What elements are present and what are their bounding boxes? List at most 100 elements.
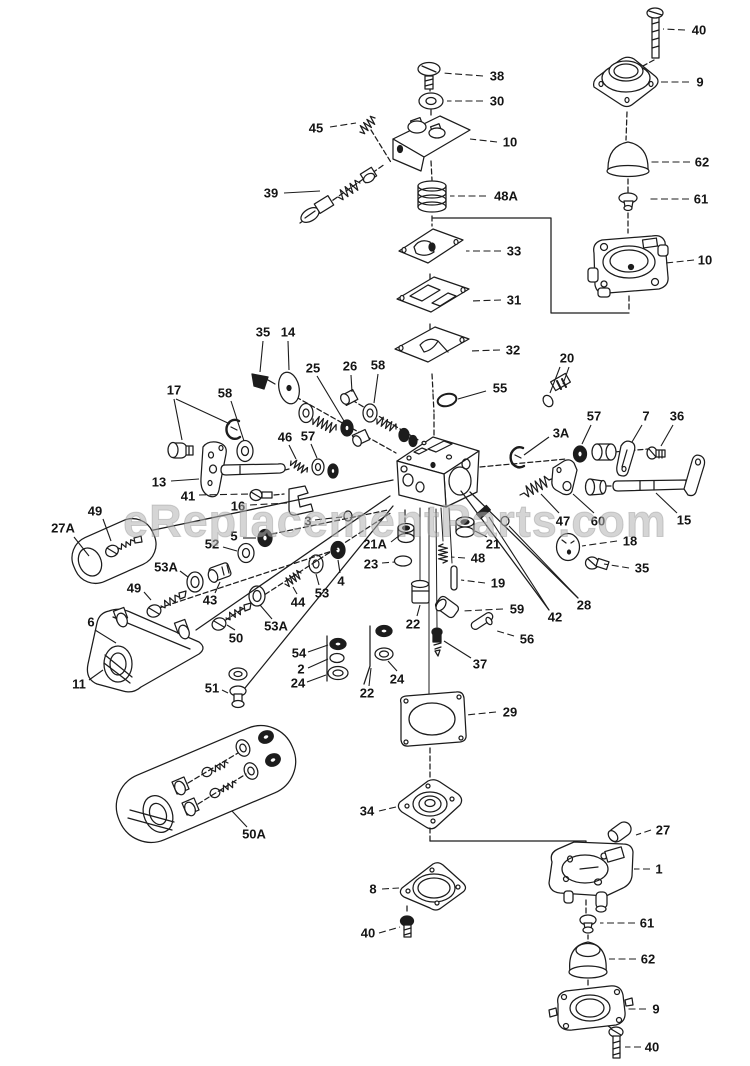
part-number-label: 38 — [490, 69, 504, 84]
idle-screw-50 — [211, 602, 252, 631]
callout-61: 61 — [600, 916, 654, 931]
diaphragm-cup-62-bottom — [568, 941, 608, 986]
part-number-label: 5 — [230, 529, 237, 544]
fast-idle-cam-18 — [555, 532, 581, 562]
barrel-22 — [410, 579, 430, 604]
callout-49: 49 — [127, 581, 152, 601]
callout-51: 51 — [205, 681, 229, 696]
washer-58 — [236, 439, 254, 463]
part-number-label: 22 — [406, 617, 420, 632]
part-number-label: 13 — [152, 475, 166, 490]
return-spring-47 — [519, 475, 555, 498]
plug-17 — [167, 441, 194, 459]
part-number-label: 6 — [87, 615, 94, 630]
screw-36 — [646, 446, 666, 460]
part-number-label: 45 — [309, 121, 323, 136]
link-42 — [460, 490, 550, 611]
callout-9: 9 — [626, 1002, 660, 1017]
callout-56: 56 — [493, 629, 534, 647]
part-number-label: 26 — [343, 359, 357, 374]
part-number-label: 46 — [278, 430, 292, 445]
choke-shaft-15 — [612, 454, 706, 497]
metering-diaphragm-34 — [397, 779, 463, 830]
spring-44 — [284, 569, 302, 588]
callout-31: 31 — [471, 293, 521, 308]
part-number-label: 52 — [205, 537, 219, 552]
part-number-label: 9 — [652, 1002, 659, 1017]
callout-3A: 3A — [523, 426, 570, 456]
callout-21: 21 — [474, 530, 500, 552]
part-number-label: 15 — [677, 513, 691, 528]
part-number-label: 28 — [577, 598, 591, 613]
part-number-label: 61 — [694, 192, 708, 207]
callout-25: 25 — [306, 361, 345, 422]
clip-17 — [225, 418, 242, 441]
part-number-label: 23 — [364, 557, 378, 572]
part-number-label: 25 — [306, 361, 320, 376]
inlet-valve-61 — [618, 192, 638, 234]
callout-58: 58 — [218, 386, 245, 442]
fuel-pump-cover-9-bottom — [548, 985, 634, 1031]
screw-assembly-39 — [299, 163, 386, 224]
callout-24: 24 — [291, 674, 327, 691]
metering-gasket-29 — [399, 691, 467, 781]
callout-48: 48 — [450, 551, 485, 566]
bracket-6-11 — [86, 606, 204, 693]
part-number-label: 61 — [640, 916, 654, 931]
idle-screw-49 — [146, 590, 187, 618]
part-number-label: 20 — [560, 351, 574, 366]
clip-3A — [509, 446, 526, 469]
part-number-label: 41 — [181, 489, 195, 504]
part-number-label: 19 — [491, 576, 505, 591]
fuel-pump-body-1 — [548, 841, 634, 914]
callout-3: 3 — [304, 514, 343, 529]
choke-lever-60 — [551, 459, 578, 496]
callout-33: 33 — [466, 244, 521, 259]
part-number-label: 58 — [218, 386, 232, 401]
part-number-label: 53A — [264, 619, 288, 634]
ring-5 — [257, 528, 273, 548]
callout-24: 24 — [387, 660, 405, 687]
part-number-label: 31 — [507, 293, 521, 308]
callout-2: 2 — [297, 658, 329, 677]
callout-35: 35 — [603, 561, 649, 576]
callout-45: 45 — [309, 121, 357, 136]
callout-26: 26 — [343, 359, 357, 393]
screw-38 — [417, 61, 441, 90]
part-number-label: 10 — [503, 135, 517, 150]
callout-46: 46 — [278, 430, 297, 460]
callout-40: 40 — [662, 23, 706, 38]
callout-23: 23 — [364, 557, 396, 572]
callout-14: 14 — [281, 325, 296, 371]
ring-57-left — [311, 458, 339, 479]
part-number-label: 44 — [291, 595, 306, 610]
part-number-label: 10 — [698, 253, 712, 268]
callout-57: 57 — [301, 429, 318, 459]
callout-1: 1 — [634, 862, 663, 877]
callout-17: 17 — [167, 383, 231, 441]
callout-43: 43 — [203, 581, 221, 608]
gasket-31 — [396, 276, 470, 313]
part-number-label: 62 — [695, 155, 709, 170]
gasket-stack-22-24 — [363, 624, 394, 685]
part-number-label: 7 — [642, 409, 649, 424]
spring-48A — [417, 180, 447, 213]
diagram-artwork — [71, 7, 706, 1059]
callout-29: 29 — [465, 705, 517, 720]
callout-60: 60 — [572, 493, 605, 529]
part-number-label: 49 — [88, 504, 102, 519]
diaphragm-cup-62 — [606, 141, 650, 193]
part-number-label: 27A — [51, 521, 75, 536]
part-number-label: 1 — [655, 862, 662, 877]
part-number-label: 49 — [127, 581, 141, 596]
oval-23 — [393, 555, 413, 567]
callout-48A: 48A — [450, 189, 519, 204]
ring-4 — [330, 540, 346, 560]
grommet-21 — [455, 516, 475, 538]
callout-57: 57 — [581, 409, 601, 445]
callout-10: 10 — [665, 253, 712, 268]
callout-20: 20 — [549, 351, 574, 394]
partial-caption: WA-1 — [355, 1063, 393, 1066]
